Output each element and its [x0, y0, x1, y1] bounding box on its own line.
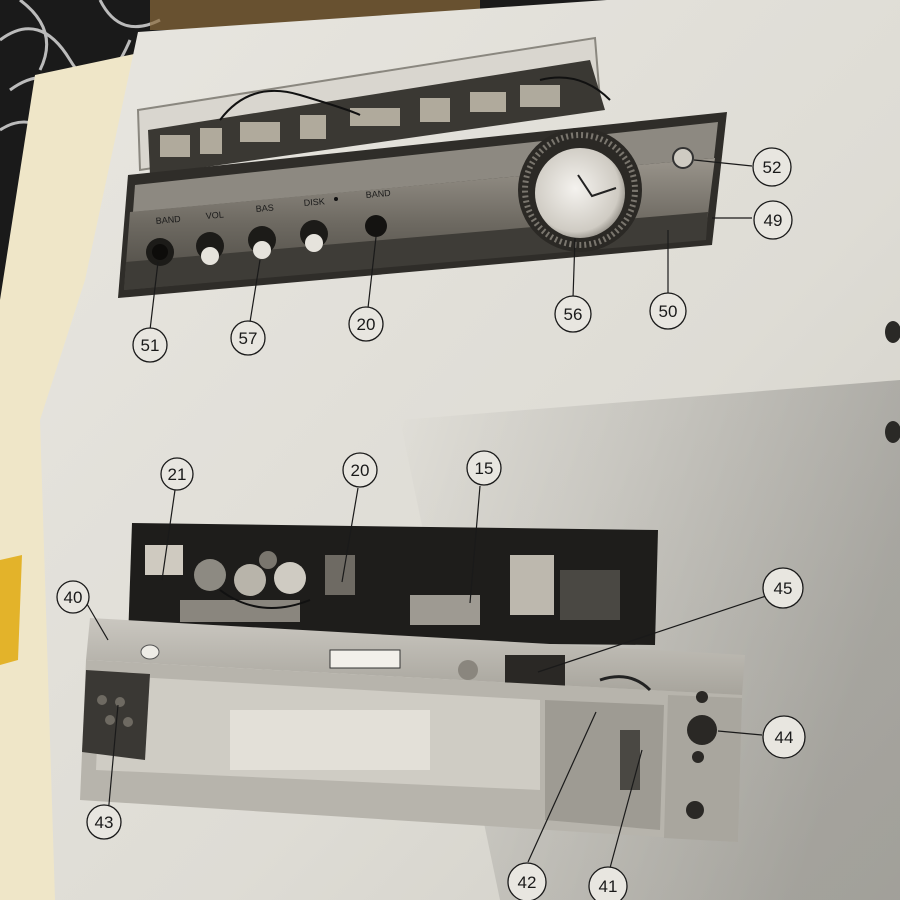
- knob-vol: [196, 232, 224, 265]
- callout-52: 52: [752, 147, 792, 187]
- bottom-chassis-illustration: [80, 523, 745, 842]
- label-band-right: BAND: [365, 188, 391, 200]
- callout-49: 49: [753, 200, 793, 240]
- callout-57: 57: [230, 320, 266, 356]
- svg-text:43: 43: [95, 813, 114, 832]
- svg-text:51: 51: [141, 336, 160, 355]
- svg-text:52: 52: [763, 158, 782, 177]
- callout-20-top: 20: [348, 306, 384, 342]
- callout-56: 56: [554, 295, 592, 333]
- callout-44: 44: [762, 715, 806, 759]
- callout-45: 45: [762, 567, 804, 609]
- svg-text:49: 49: [764, 211, 783, 230]
- knob-disk: [300, 220, 328, 252]
- top-leader-lines: [149, 159, 753, 331]
- button-band: [365, 215, 387, 237]
- binder-hole: [885, 421, 900, 443]
- bottom-leader-lines: [86, 485, 767, 869]
- callout-43: 43: [86, 804, 122, 840]
- label-vol: VOL: [205, 209, 224, 221]
- tuning-dial: [518, 128, 642, 252]
- label-disk: DISK: [303, 196, 325, 208]
- callout-21: 21: [160, 457, 194, 491]
- callout-20-bottom: 20: [342, 452, 378, 488]
- knob-bas: [248, 226, 276, 259]
- svg-text:42: 42: [518, 873, 537, 892]
- svg-text:45: 45: [774, 579, 793, 598]
- svg-text:44: 44: [775, 728, 794, 747]
- callout-15: 15: [466, 450, 502, 486]
- knob-band: [146, 238, 174, 266]
- callout-40: 40: [56, 580, 90, 614]
- toggle-switch: [672, 147, 694, 169]
- components: [145, 545, 620, 625]
- svg-text:41: 41: [599, 877, 618, 896]
- yellow-tab: [0, 555, 22, 665]
- svg-text:56: 56: [564, 305, 583, 324]
- callout-42: 42: [507, 862, 547, 900]
- callout-50: 50: [649, 292, 687, 330]
- svg-text:50: 50: [659, 302, 678, 321]
- svg-text:15: 15: [475, 459, 494, 478]
- binder-hole: [885, 321, 900, 343]
- svg-text:57: 57: [239, 329, 258, 348]
- label-bas: BAS: [255, 202, 274, 214]
- label-band-left: BAND: [155, 214, 181, 226]
- svg-text:20: 20: [351, 461, 370, 480]
- svg-text:20: 20: [357, 315, 376, 334]
- callout-51: 51: [132, 327, 168, 363]
- svg-text:40: 40: [64, 588, 83, 607]
- svg-text:21: 21: [168, 465, 187, 484]
- callout-41: 41: [588, 866, 628, 900]
